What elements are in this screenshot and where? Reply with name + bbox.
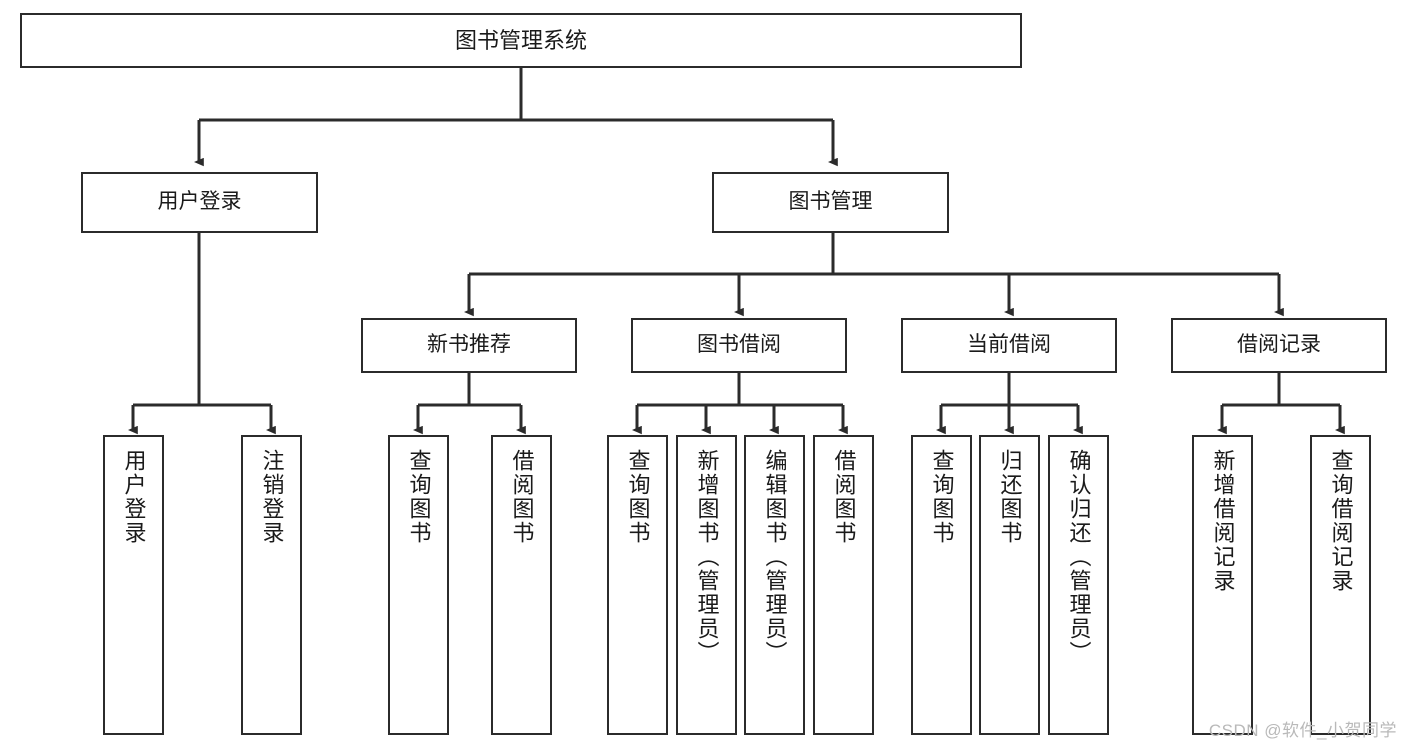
leaf-user-login[interactable]: 用户登录 <box>103 435 164 735</box>
node-label: 借阅记录 <box>1237 333 1321 357</box>
leaf-logout[interactable]: 注销登录 <box>241 435 302 735</box>
node-label: 当前借阅 <box>967 333 1051 357</box>
leaf-return-book[interactable]: 归还图书 <box>979 435 1040 735</box>
node-label: 注销登录 <box>259 449 285 545</box>
node-book-borrow[interactable]: 图书借阅 <box>631 318 847 373</box>
watermark-text: CSDN @软件_小贺同学 <box>1208 721 1397 740</box>
node-label: 编辑图书（管理员） <box>762 449 788 665</box>
leaf-query-book-2[interactable]: 查询图书 <box>607 435 668 735</box>
node-label: 新增图书（管理员） <box>694 449 720 665</box>
leaf-query-record[interactable]: 查询借阅记录 <box>1310 435 1371 735</box>
node-label: 确认归还（管理员） <box>1066 449 1092 665</box>
node-label: 查询借阅记录 <box>1328 449 1354 593</box>
node-user-login[interactable]: 用户登录 <box>81 172 318 233</box>
node-label: 查询图书 <box>929 449 955 545</box>
leaf-add-record[interactable]: 新增借阅记录 <box>1192 435 1253 735</box>
node-label: 借阅图书 <box>831 449 857 545</box>
node-current-borrow[interactable]: 当前借阅 <box>901 318 1117 373</box>
node-label: 查询图书 <box>406 449 432 545</box>
node-book-manage[interactable]: 图书管理 <box>712 172 949 233</box>
node-label: 查询图书 <box>625 449 651 545</box>
node-label: 归还图书 <box>997 449 1023 545</box>
node-label: 用户登录 <box>121 449 147 545</box>
node-label: 图书管理系统 <box>454 27 587 53</box>
node-new-book-rec[interactable]: 新书推荐 <box>361 318 577 373</box>
node-label: 新增借阅记录 <box>1210 449 1236 593</box>
leaf-borrow-book-2[interactable]: 借阅图书 <box>813 435 874 735</box>
leaf-edit-book[interactable]: 编辑图书（管理员） <box>744 435 805 735</box>
node-root-system[interactable]: 图书管理系统 <box>20 13 1022 68</box>
node-label: 图书借阅 <box>697 333 781 357</box>
leaf-borrow-book-1[interactable]: 借阅图书 <box>491 435 552 735</box>
leaf-query-book-1[interactable]: 查询图书 <box>388 435 449 735</box>
node-label: 用户登录 <box>157 190 242 214</box>
leaf-confirm-return[interactable]: 确认归还（管理员） <box>1048 435 1109 735</box>
leaf-query-book-3[interactable]: 查询图书 <box>911 435 972 735</box>
leaf-add-book[interactable]: 新增图书（管理员） <box>676 435 737 735</box>
node-label: 借阅图书 <box>509 449 535 545</box>
node-label: 图书管理 <box>788 190 873 214</box>
node-borrow-record[interactable]: 借阅记录 <box>1171 318 1387 373</box>
node-label: 新书推荐 <box>427 333 511 357</box>
